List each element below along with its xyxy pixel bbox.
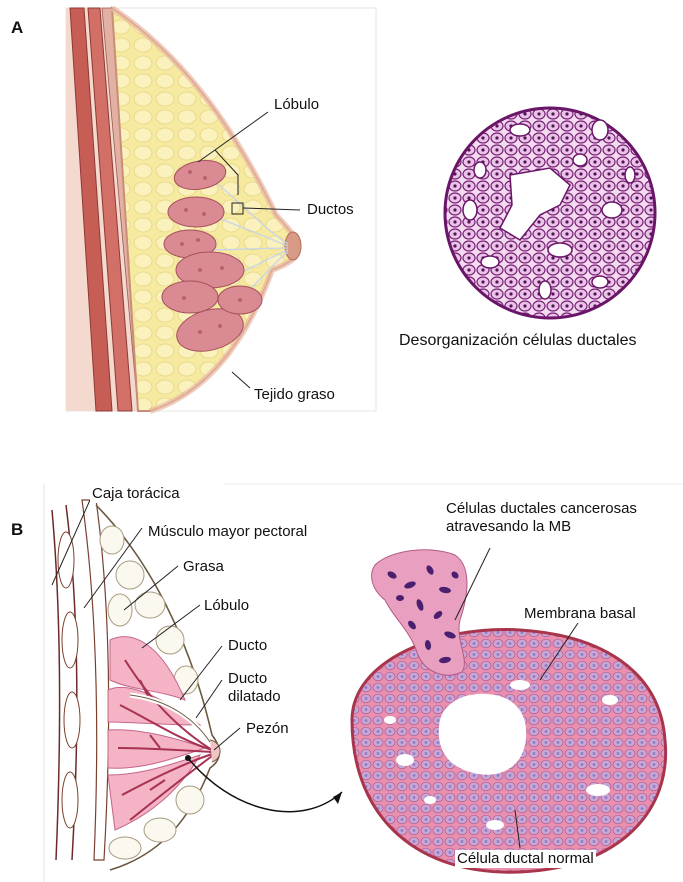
label-ducto: Ducto: [226, 637, 269, 655]
label-desorganizacion: Desorganización células ductales: [397, 332, 638, 350]
label-ducto-dilatado-line1: Ducto: [228, 670, 281, 688]
label-celulas-cancerosas: Células ductales cancerosas atravesando …: [444, 500, 639, 536]
label-ducto-dilatado: Ducto dilatado: [226, 670, 283, 706]
duct-cross-section: [352, 548, 666, 872]
label-grasa: Grasa: [181, 558, 226, 576]
label-lobulo-b: Lóbulo: [202, 597, 251, 615]
label-celula-ductal-normal: Célula ductal normal: [455, 850, 596, 868]
label-celulas-cancerosas-line2: atravesando la MB: [446, 518, 637, 536]
label-celulas-cancerosas-line1: Células ductales cancerosas: [446, 500, 637, 518]
ductal-disorganization-histology: [445, 108, 655, 318]
label-membrana-basal: Membrana basal: [522, 605, 638, 623]
label-musculo-pectoral: Músculo mayor pectoral: [146, 523, 309, 541]
label-tejido-graso-a: Tejido graso: [252, 386, 337, 404]
label-lobulo-a: Lóbulo: [272, 96, 321, 114]
label-caja-toracica: Caja torácica: [90, 485, 182, 503]
label-ducto-dilatado-line2: dilatado: [228, 688, 281, 706]
label-pezon: Pezón: [244, 720, 291, 738]
label-ductos-a: Ductos: [305, 201, 356, 219]
